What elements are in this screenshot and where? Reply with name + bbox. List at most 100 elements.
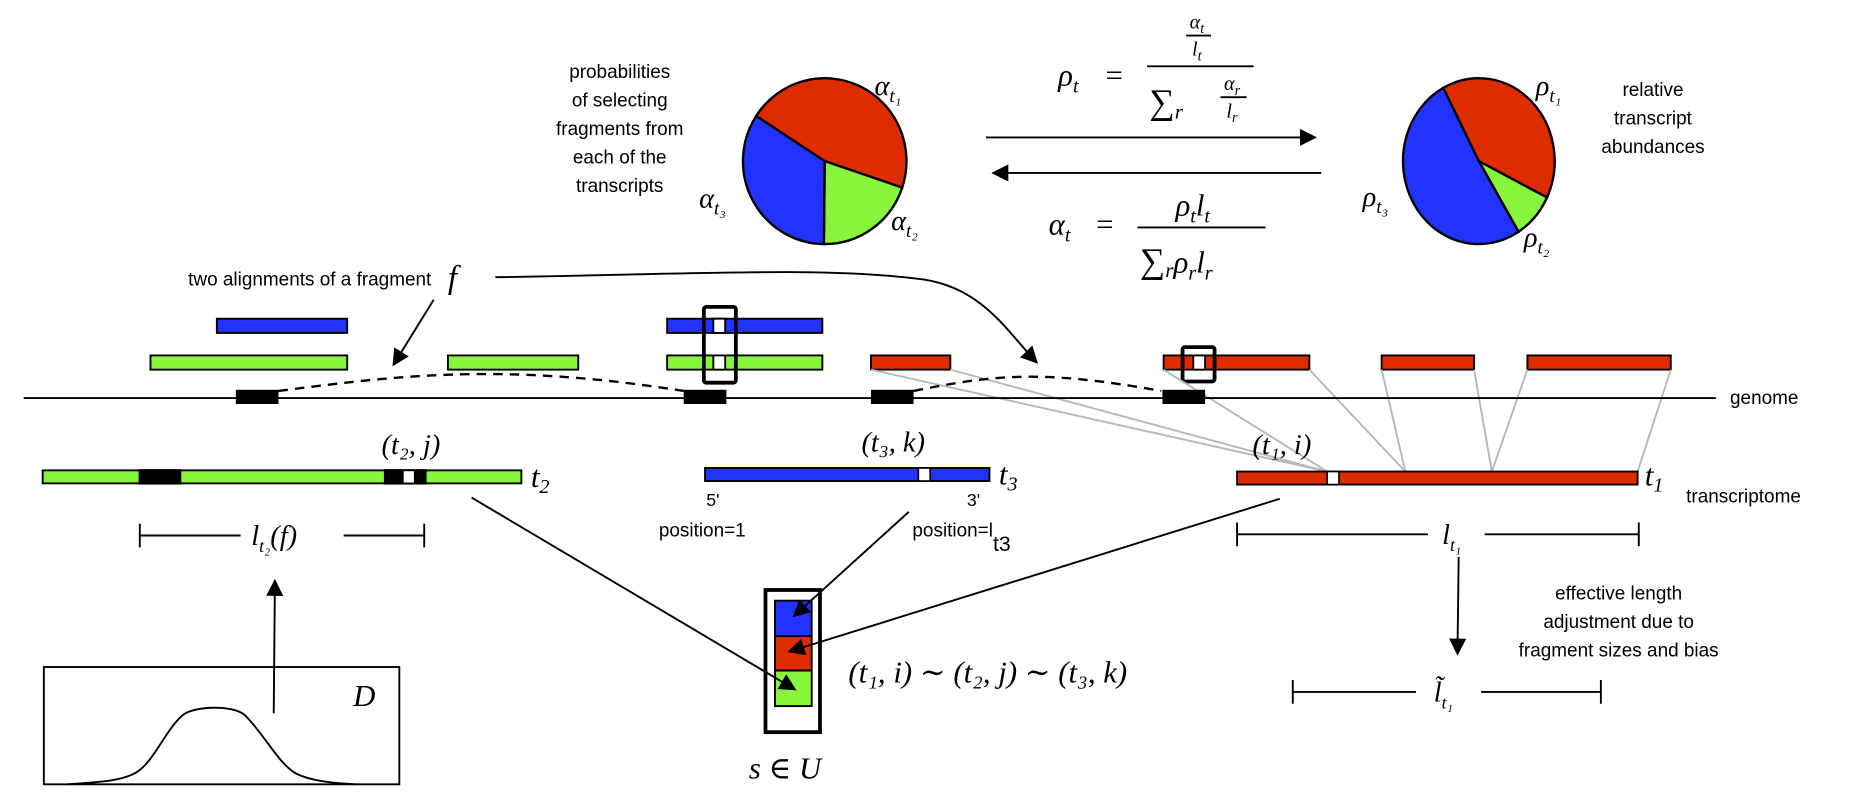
- effective-caption-line: adjustment due to: [1543, 612, 1694, 633]
- rho-formula: ρt = αt lt ∑r αr lr: [1057, 11, 1254, 126]
- effective-caption-line: fragment sizes and bias: [1519, 640, 1719, 661]
- t2-exon-block: [138, 469, 182, 485]
- t1-read-bar: [1162, 354, 1311, 371]
- set-label: s ∈ U: [749, 751, 823, 785]
- alpha-t2-label: αt₂: [891, 206, 918, 242]
- alpha-pie-labels: αt₁ αt₂ αt₃: [699, 71, 918, 242]
- alpha-pie-chart: [741, 77, 908, 246]
- t3-read-bar: [666, 317, 824, 334]
- fragment-symbol: f: [448, 259, 462, 296]
- rho-t2-label: ρt₂: [1523, 222, 1550, 258]
- transcript-t1: t1 (t₁, i) transcriptome: [1236, 430, 1801, 507]
- t1-position-frame: [1180, 345, 1217, 384]
- connector-line: [1163, 368, 1328, 473]
- connector-line: [1380, 369, 1407, 472]
- alpha-t3-label: αt₃: [699, 183, 726, 219]
- distribution-arrow: [266, 578, 284, 714]
- alpha-t1-label: αt₁: [874, 71, 901, 107]
- connector-line: [1308, 368, 1407, 473]
- connector-line: [1490, 369, 1529, 472]
- distribution-curve: [67, 706, 356, 786]
- t2-read-bar: [149, 354, 349, 371]
- position-marker: [712, 317, 727, 334]
- t2-label: t2: [531, 460, 550, 498]
- position-marker: [712, 354, 727, 371]
- connector-line: [1636, 369, 1672, 472]
- t3-to-set-arrow: [792, 511, 910, 618]
- alpha-caption-line: each of the: [573, 147, 667, 168]
- length-bracket-t1: lt₁: [1236, 520, 1640, 555]
- t3-position-label: (t₃, k): [861, 427, 925, 458]
- t1-read-bar: [869, 354, 952, 371]
- t2-read-bar: [446, 354, 580, 371]
- rho-caption: relative transcript abundances: [1601, 80, 1704, 158]
- alpha-formula: αt = ρtlt ∑rρrlr: [1049, 189, 1266, 285]
- alpha-slice-t3: [741, 114, 826, 246]
- transcriptome-label: transcriptome: [1686, 486, 1801, 507]
- transcript-t3: t3 (t₃, k) 5' 3' position=1 position=lt3: [659, 427, 1018, 556]
- alpha-formula-denominator: ∑rρrlr: [1140, 240, 1213, 284]
- five-prime-label: 5': [706, 490, 719, 510]
- alpha-formula-equals: =: [1096, 208, 1113, 242]
- connector-line: [870, 368, 1328, 473]
- rho-formula-lhs: ρt: [1057, 58, 1079, 97]
- rho-slice-t1: [1441, 77, 1556, 200]
- effective-caption-line: effective length: [1555, 583, 1682, 604]
- splice-junction: [913, 375, 1162, 393]
- genome-exon: [683, 389, 727, 404]
- alpha-formula-lhs: αt: [1049, 208, 1071, 247]
- shared-position-frame: [701, 304, 738, 385]
- lt2f-label: lt₂(f): [251, 521, 297, 556]
- rho-formula-num-l: lt: [1192, 39, 1203, 65]
- t3-transcript-bar: [704, 467, 991, 482]
- effective-length-arrow: [1449, 556, 1467, 656]
- rho-pie-chart: [1401, 77, 1556, 246]
- rho-formula-sum: ∑r: [1149, 82, 1183, 124]
- t1-position-label: (t₁, i): [1252, 430, 1311, 461]
- rho-formula-num-alpha: αt: [1190, 11, 1206, 37]
- t1-connectors: [870, 368, 1672, 473]
- t2-position-label: (t₂, j): [382, 430, 441, 461]
- length-bracket-t1-effective: l̃t₁: [1291, 676, 1602, 712]
- t2-read-bar: [666, 354, 824, 371]
- fragment-arrow-left: [392, 299, 435, 367]
- transcript-t2: t2 (t₂, j): [41, 430, 550, 498]
- alpha-caption: probabilities of selecting fragments fro…: [556, 62, 683, 197]
- position-marker: [1192, 354, 1207, 371]
- fragment-caption: two alignments of a fragment: [188, 270, 432, 291]
- equivalence-relation: (t₁, i) ∼ (t₂, j) ∼ (t₃, k): [848, 655, 1127, 689]
- rho-caption-line: abundances: [1601, 137, 1704, 158]
- rho-pie-labels: ρt₁ ρt₂ ρt₃: [1362, 71, 1562, 259]
- t3-label: t3: [999, 458, 1018, 496]
- t1-to-set-arrow: [787, 497, 1281, 656]
- t1-read-bar: [1380, 354, 1476, 371]
- rho-formula-den-alpha: αr: [1224, 73, 1241, 99]
- end-position-label: position=lt3: [912, 521, 1010, 556]
- genome-exon: [235, 389, 279, 404]
- rho-caption-line: relative: [1622, 80, 1683, 101]
- t3-read-bar: [215, 317, 349, 334]
- alpha-caption-line: of selecting: [572, 91, 668, 112]
- distribution-box: [42, 666, 401, 786]
- lt1-label: lt₁: [1442, 520, 1461, 555]
- fragment-length-distribution: D: [42, 666, 401, 786]
- genome-exon: [870, 389, 914, 404]
- distribution-label: D: [352, 679, 375, 713]
- set-frame: [763, 588, 822, 735]
- position-marker: [917, 467, 932, 482]
- rho-formula-equals: =: [1106, 58, 1123, 92]
- t2-to-set-arrow: [471, 496, 797, 691]
- alpha-caption-line: probabilities: [569, 62, 670, 83]
- start-position-label: position=1: [659, 521, 746, 542]
- equivalence-set: s ∈ U: [749, 588, 823, 785]
- t1-transcript-bar: [1236, 470, 1639, 486]
- rho-slice-t3: [1401, 86, 1521, 246]
- rho-t3-label: ρt₃: [1362, 182, 1389, 218]
- genome-exon: [1162, 389, 1206, 404]
- rho-caption-line: transcript: [1614, 108, 1693, 129]
- rho-formula-den-l: lr: [1226, 100, 1238, 126]
- t2-transcript-bar: [41, 469, 523, 485]
- length-bracket-t2: lt₂(f): [138, 521, 426, 556]
- alpha-slice-t2: [822, 159, 904, 246]
